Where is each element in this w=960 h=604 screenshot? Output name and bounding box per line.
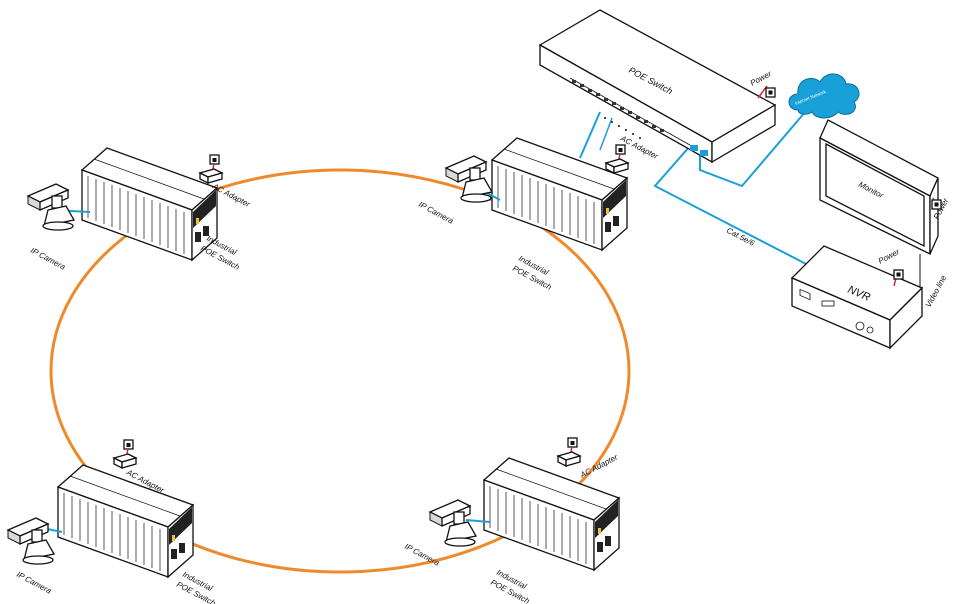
monitor: Monitor [819,119,939,256]
port-dots [604,117,641,139]
nvr: NVR [790,245,924,350]
ip-camera-label-2: IP Camera [417,200,455,226]
nvr-power-label: Power [877,247,902,266]
ip-camera-label-3: IP Camera [15,570,53,596]
industrial-switch-1: AC Adapter IP Camera Industrial POE Swit… [27,147,252,272]
poe-switch-power-label: Power [749,69,774,88]
poe-switch: POE Switch [538,9,777,164]
ac-adapter-label-4: AC Adapter [578,452,620,480]
ip-camera-label-1: IP Camera [29,246,67,272]
network-cables [579,103,813,267]
video-line-label: Video line [924,273,949,309]
fiber-ring [49,168,631,574]
cloud-icon: Internet Network [788,73,860,119]
industrial-switch-2: AC Adapter IP Camera Industrial POE Swit… [417,133,660,292]
monitor-power: Power [931,196,951,221]
industrial-switch-4: AC Adapter IP Camera Industrial POE Swit… [403,437,620,604]
industrial-switch-3: AC Adapter IP Camera Industrial POE Swit… [7,439,217,604]
video-line: Video line [919,254,949,309]
